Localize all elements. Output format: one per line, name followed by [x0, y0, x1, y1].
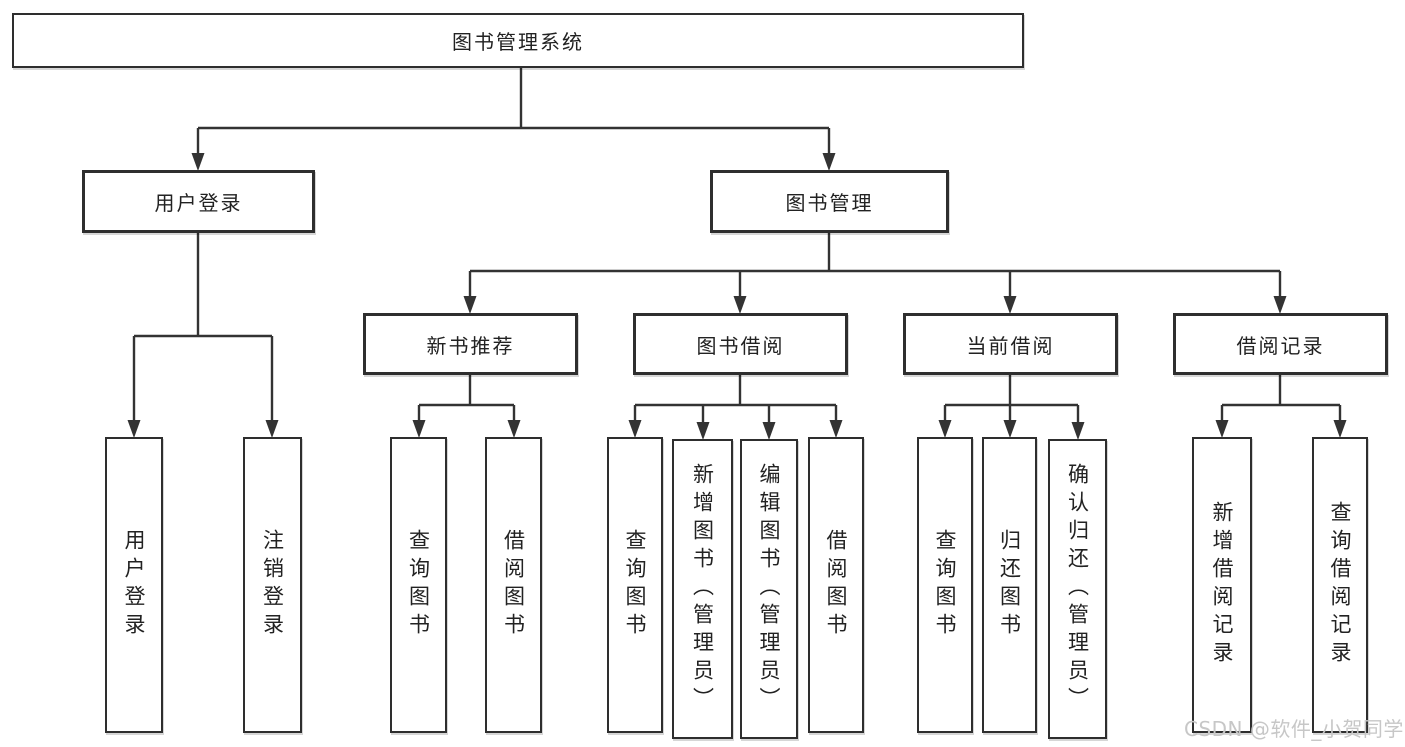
leaf-user-login: 用户登录: [105, 437, 163, 733]
node-label: 用户登录: [122, 529, 147, 641]
node-label: 图书借阅: [696, 333, 785, 358]
leaf-bb-query-books: 查询图书: [607, 437, 663, 733]
node-label: 用户登录: [154, 191, 243, 215]
node-label: 图书管理: [785, 191, 874, 215]
leaf-br-query-record: 查询借阅记录: [1312, 437, 1368, 733]
leaf-cb-query-books: 查询图书: [917, 437, 973, 733]
node-book-management: 图书管理: [710, 170, 949, 233]
node-label: 借阅图书: [824, 529, 849, 641]
node-label: 当前借阅: [966, 333, 1055, 358]
leaf-cb-return-books: 归还图书: [982, 437, 1037, 733]
node-root: 图书管理系统: [12, 13, 1024, 68]
leaf-br-add-record: 新增借阅记录: [1192, 437, 1252, 733]
connector-paths: [132, 68, 1342, 423]
arrowheads: [127, 153, 1347, 440]
node-label: 新书推荐: [426, 333, 515, 358]
node-label: 图书管理系统: [452, 30, 584, 54]
node-new-book-recommend: 新书推荐: [363, 313, 578, 375]
watermark: CSDN @软件_小贺同学: [1184, 717, 1404, 741]
leaf-nb-query-books: 查询图书: [390, 437, 447, 733]
node-label: 借阅图书: [501, 529, 526, 641]
node-label: 编辑图书（管理员）: [757, 463, 782, 715]
node-label: 新增图书（管理员）: [690, 463, 715, 715]
leaf-logout: 注销登录: [243, 437, 302, 733]
node-user-login: 用户登录: [82, 170, 315, 233]
leaf-nb-borrow-books: 借阅图书: [485, 437, 542, 733]
node-label: 查询借阅记录: [1328, 501, 1353, 669]
node-label: 注销登录: [260, 529, 285, 641]
leaf-bb-add-books-admin: 新增图书（管理员）: [672, 439, 733, 739]
node-label: 查询图书: [623, 529, 648, 641]
node-current-borrow: 当前借阅: [903, 313, 1118, 375]
node-label: 查询图书: [406, 529, 431, 641]
node-book-borrow: 图书借阅: [633, 313, 848, 375]
leaf-cb-confirm-return-admin: 确认归还（管理员）: [1048, 439, 1107, 739]
node-borrow-records: 借阅记录: [1173, 313, 1388, 375]
node-label: 查询图书: [933, 529, 958, 641]
node-label: 确认归还（管理员）: [1065, 463, 1090, 715]
node-label: 归还图书: [997, 529, 1022, 641]
node-label: 借阅记录: [1236, 333, 1325, 358]
leaf-bb-edit-books-admin: 编辑图书（管理员）: [740, 439, 798, 739]
leaf-bb-borrow-books: 借阅图书: [808, 437, 864, 733]
node-label: 新增借阅记录: [1210, 501, 1235, 669]
